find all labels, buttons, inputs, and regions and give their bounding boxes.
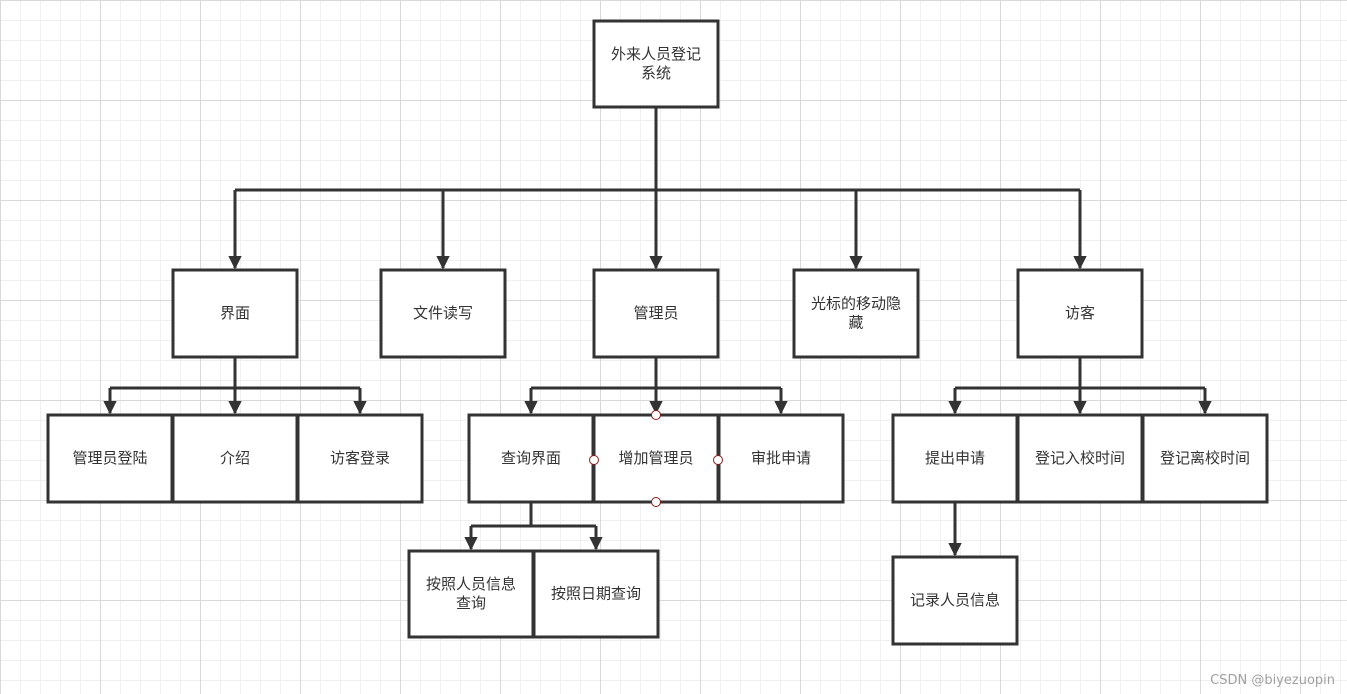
node-ui-child-0-label: 管理员登陆 [72, 449, 147, 467]
node-ui-child-2: 访客登录 [296, 413, 424, 504]
node-module-ui: 界面 [171, 268, 299, 359]
node-apply-child-0-box [891, 555, 1019, 646]
node-root-box [592, 19, 720, 109]
node-module-ui-box [171, 268, 299, 359]
node-ui-child-1: 介绍 [171, 413, 299, 504]
node-module-visitor-box [1016, 268, 1144, 359]
selection-handle-1[interactable] [651, 497, 661, 507]
node-admin-child-2-label: 审批申请 [751, 449, 811, 467]
node-visitor-child-0-box [891, 413, 1019, 504]
node-admin-child-1-label: 增加管理员 [618, 449, 693, 467]
selection-handle-2[interactable] [589, 455, 599, 465]
node-apply-child-0-label: 记录人员信息 [910, 591, 1000, 609]
node-visitor-child-1: 登记入校时间 [1016, 413, 1144, 504]
node-query-child-0-label: 按照人员信息 [426, 575, 516, 593]
node-query-child-1-label: 按照日期查询 [551, 585, 641, 603]
node-query-child-1-box [532, 549, 660, 639]
node-root-label: 系统 [641, 64, 671, 82]
node-admin-child-2: 审批申请 [717, 413, 845, 504]
node-visitor-child-2: 登记离校时间 [1141, 413, 1269, 504]
node-visitor-child-0: 提出申请 [891, 413, 1019, 504]
node-admin-child-0: 查询界面 [467, 413, 595, 504]
node-ui-child-0-box [46, 413, 174, 504]
node-module-admin-box [592, 268, 720, 359]
node-ui-child-1-label: 介绍 [220, 449, 250, 467]
watermark: CSDN @biyezuopin [1210, 673, 1335, 688]
node-module-ui-label: 界面 [220, 304, 250, 322]
node-query-child-0-box [407, 549, 535, 639]
node-apply-child-0: 记录人员信息 [891, 555, 1019, 646]
node-admin-child-0-label: 查询界面 [501, 449, 561, 467]
node-visitor-child-2-label: 登记离校时间 [1160, 449, 1250, 467]
node-visitor-child-2-box [1141, 413, 1269, 504]
node-visitor-child-0-label: 提出申请 [925, 449, 985, 467]
node-module-cursor-box [792, 268, 920, 359]
node-module-admin-label: 管理员 [633, 304, 678, 322]
node-module-visitor: 访客 [1016, 268, 1144, 359]
selection-handles [589, 410, 723, 507]
node-module-file-label: 文件读写 [413, 304, 473, 322]
node-root-label: 外来人员登记 [611, 45, 701, 63]
node-admin-child-1: 增加管理员 [592, 413, 720, 504]
connector-lines [103, 107, 1212, 557]
selection-handle-0[interactable] [651, 410, 661, 420]
node-ui-child-0: 管理员登陆 [46, 413, 174, 504]
node-admin-child-2-box [717, 413, 845, 504]
node-admin-child-0-box [467, 413, 595, 504]
node-visitor-child-1-label: 登记入校时间 [1035, 449, 1125, 467]
node-query-child-0-label: 查询 [456, 594, 486, 612]
node-ui-child-2-label: 访客登录 [330, 449, 390, 467]
node-module-visitor-label: 访客 [1065, 304, 1095, 322]
node-module-cursor-label: 藏 [848, 314, 863, 332]
node-module-admin: 管理员 [592, 268, 720, 359]
node-module-file: 文件读写 [379, 268, 507, 359]
node-ui-child-2-box [296, 413, 424, 504]
selection-handle-3[interactable] [713, 455, 723, 465]
node-module-cursor-label: 光标的移动隐 [811, 295, 901, 313]
node-query-child-1: 按照日期查询 [532, 549, 660, 639]
node-module-file-box [379, 268, 507, 359]
node-ui-child-1-box [171, 413, 299, 504]
